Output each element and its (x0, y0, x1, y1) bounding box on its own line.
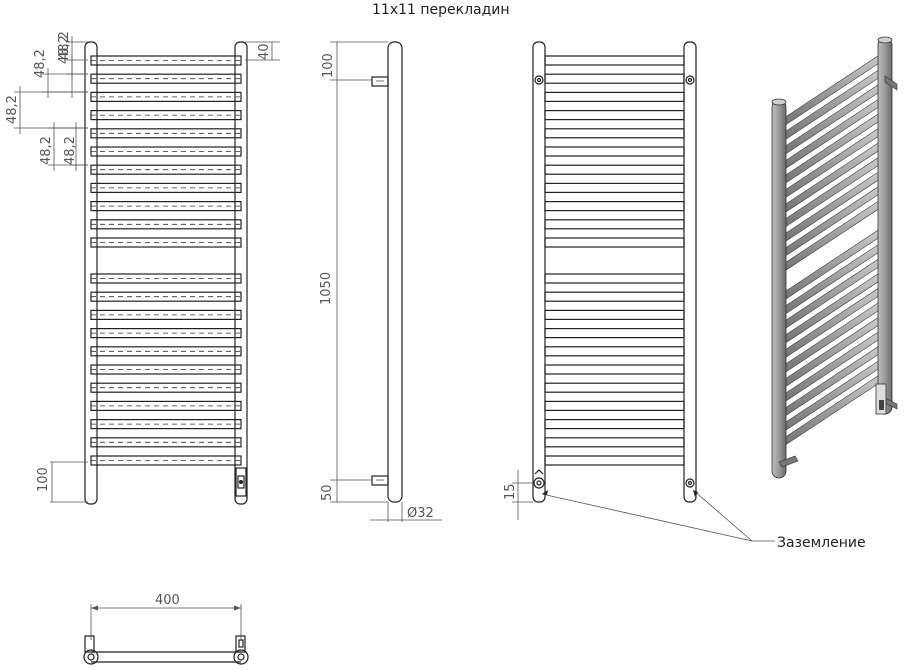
left-vertical-pipe (84, 41, 98, 505)
crossbar (90, 55, 242, 66)
back-right-pipe (683, 41, 697, 503)
back-crossbar (544, 219, 685, 230)
side-view: 100 1050 50 Ø32 (319, 41, 442, 522)
back-crossbar (544, 328, 685, 339)
top-view-left-pipe (83, 649, 99, 665)
front-crossbars (90, 55, 242, 466)
back-crossbar (544, 346, 685, 357)
dim-side-top: 100 (321, 53, 336, 78)
iso-left-pipe (771, 99, 787, 479)
crossbar (90, 146, 242, 157)
spacing-label: 48,2 (63, 136, 78, 165)
crossbar (90, 201, 242, 212)
crossbar (90, 237, 242, 248)
iso-top-bracket (884, 75, 898, 91)
top-offset-dimension: 40 (245, 41, 280, 61)
iso-bottom-bracket (778, 455, 799, 468)
crossbar (90, 419, 242, 430)
crossbar (90, 91, 242, 103)
back-crossbar (544, 273, 685, 284)
grounding-label: Заземление (777, 535, 866, 551)
iso-heating-element (875, 383, 887, 415)
back-crossbar (544, 382, 685, 393)
back-crossbar (544, 109, 685, 121)
top-view: 400 (83, 593, 249, 665)
dim-side-bottom: 50 (320, 484, 335, 501)
back-crossbar (544, 364, 685, 375)
right-vertical-pipe (234, 41, 248, 505)
crossbar (90, 164, 242, 175)
dim-back-offset: 15 (503, 483, 518, 500)
crossbar (90, 309, 242, 320)
top-bracket (371, 76, 389, 87)
isometric-view (771, 36, 898, 479)
bottom-offset-dimension: 100 (36, 461, 88, 503)
spacing-dimension: 48,2 (57, 31, 88, 98)
back-crossbar (544, 146, 685, 157)
spacing-label: 48,2 (5, 95, 20, 124)
dim-side-height: 1050 (319, 272, 334, 305)
mount-bolt-right (685, 75, 695, 85)
front-rails (84, 41, 248, 505)
back-crossbar (544, 73, 685, 84)
crossbar (90, 291, 242, 302)
crossbar (90, 109, 242, 121)
crossbar (90, 219, 242, 230)
back-crossbar (544, 55, 685, 66)
back-crossbar (544, 400, 685, 411)
mount-bolt-left (534, 75, 544, 85)
bottom-bracket (371, 475, 389, 486)
crossbar (90, 400, 242, 411)
back-crossbar (544, 437, 685, 448)
crossbar (90, 328, 242, 339)
back-crossbar (544, 128, 685, 139)
spacing-dimension: 48,2 (63, 122, 88, 171)
back-view: 15 Заземление (503, 41, 866, 551)
dim-bottom-offset: 100 (36, 467, 51, 492)
dim-diameter: Ø32 (407, 506, 434, 521)
crossbar (90, 382, 242, 393)
crossbar (90, 128, 242, 139)
back-crossbar (544, 201, 685, 212)
dim-width: 400 (155, 593, 180, 608)
back-crossbar (544, 91, 685, 103)
back-connector (533, 469, 545, 489)
back-crossbar (544, 164, 685, 175)
back-crossbar (544, 309, 685, 320)
crossbar (90, 182, 242, 193)
crossbar (90, 346, 242, 357)
crossbar (90, 437, 242, 448)
iso-crossbars (774, 50, 886, 450)
back-crossbar (544, 455, 685, 466)
spacing-label: 48,2 (39, 136, 54, 165)
back-crossbars (544, 55, 685, 466)
crossbar (90, 273, 242, 284)
dim-top-offset: 40 (257, 43, 272, 60)
spacing-dimension: 48,2 (5, 86, 88, 134)
spacing-label: 48,2 (57, 31, 72, 60)
iso-right-pipe (877, 37, 893, 415)
back-left-pipe (532, 41, 546, 503)
drawing-title: 11х11 перекладин (372, 2, 510, 18)
crossbar (90, 73, 242, 84)
back-crossbar (544, 182, 685, 193)
spacing-label: 48,2 (57, 35, 72, 64)
grounding-bolt (685, 478, 695, 488)
side-pipe (387, 41, 403, 503)
top-view-right-pipe (233, 649, 249, 665)
back-crossbar (544, 291, 685, 302)
crossbar (90, 364, 242, 375)
spacing-label: 48,2 (33, 49, 48, 78)
crossbar (90, 455, 242, 466)
back-crossbar (544, 419, 685, 430)
heating-element (235, 467, 247, 497)
back-crossbar (544, 237, 685, 248)
